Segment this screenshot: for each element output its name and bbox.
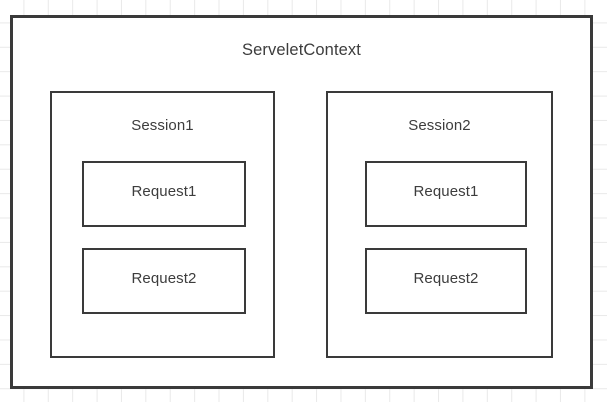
request-label-session1-2: Request2 — [131, 270, 197, 287]
session-title-2: Session2 — [408, 117, 471, 134]
request-label-session2-2: Request2 — [413, 270, 479, 287]
request-label-session2-1: Request1 — [413, 183, 479, 200]
request-box-session2-1[interactable]: Request1 — [365, 161, 527, 227]
session-box-1[interactable]: Session1 Request1 Request2 — [50, 91, 275, 358]
request-box-session1-1[interactable]: Request1 — [82, 161, 246, 227]
servlet-context-box[interactable]: ServeletContext Session1 Request1 Reques… — [10, 15, 593, 389]
session-box-2[interactable]: Session2 Request1 Request2 — [326, 91, 553, 358]
session-title-1: Session1 — [131, 117, 194, 134]
request-box-session2-2[interactable]: Request2 — [365, 248, 527, 314]
request-label-session1-1: Request1 — [131, 183, 197, 200]
servlet-context-title: ServeletContext — [242, 41, 361, 59]
request-box-session1-2[interactable]: Request2 — [82, 248, 246, 314]
